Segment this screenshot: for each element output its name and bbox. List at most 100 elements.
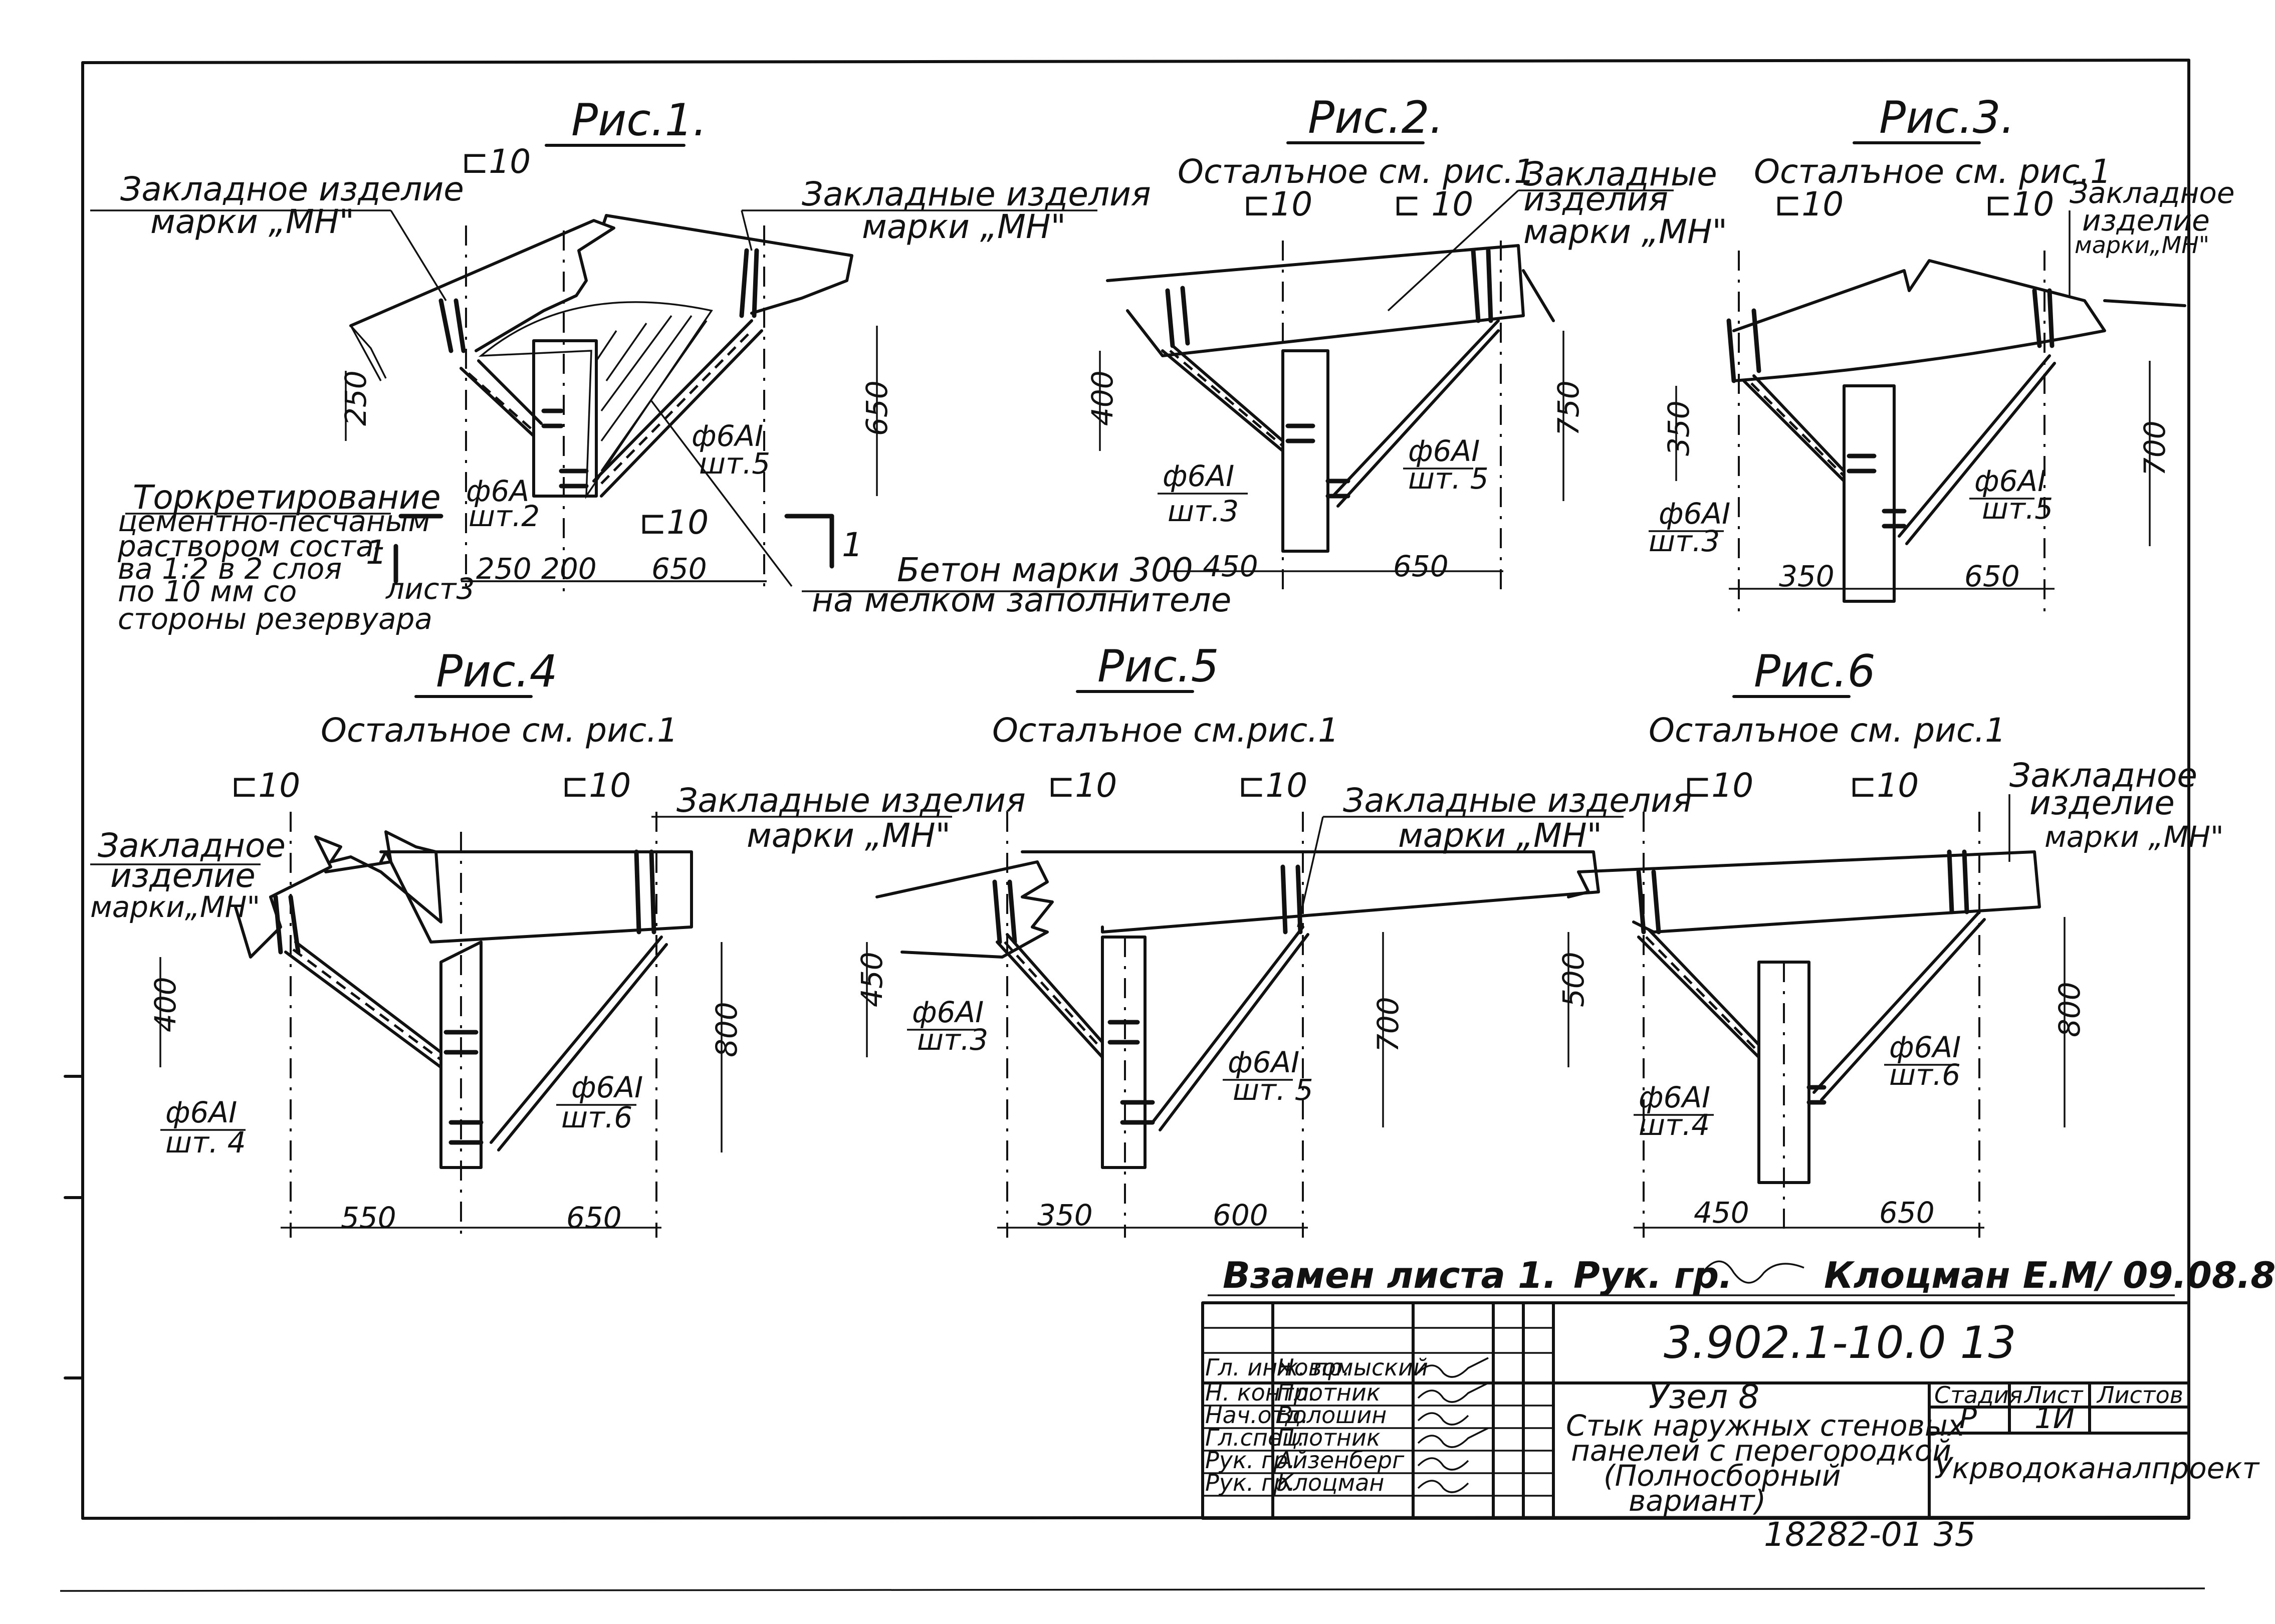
fig3-dim-h1: 350 bbox=[1662, 400, 1696, 456]
sheet-value: 1И bbox=[2034, 1401, 2075, 1435]
fig4-subtitle: Осталъное см. рис.1 bbox=[321, 711, 678, 750]
fig4-dim-b2: 650 bbox=[566, 1201, 622, 1235]
fig3-embed: Закладное bbox=[2070, 176, 2235, 210]
replacement-text: Взамен листа 1. bbox=[1223, 1254, 1557, 1296]
fig5-embed-mark: марки „МН" bbox=[1398, 816, 1602, 855]
organization: Укрводоканалпроект bbox=[1934, 1451, 2260, 1485]
fig6-embed: Закладное bbox=[2009, 756, 2197, 795]
fig1-rebar: ф6А bbox=[466, 474, 529, 508]
fig4-rebar-right-qty: шт.6 bbox=[561, 1100, 632, 1134]
stage-header: Стадия bbox=[1934, 1381, 2022, 1409]
fig1-sheet-ref: лист3 bbox=[385, 572, 475, 606]
figure-6: Рис.6 Осталъное см. рис.1 500 800 450 65… bbox=[1556, 645, 2224, 1238]
archive-number: 18282-01 35 bbox=[1764, 1515, 1976, 1554]
fig4-dim-h2: 800 bbox=[710, 1002, 744, 1057]
description-line1: Стык наружных стеновых bbox=[1566, 1409, 1965, 1443]
fig3-title: Рис.3. bbox=[1879, 92, 2015, 143]
figure-4: Рис.4 Осталъное см. рис.1 400 800 550 65… bbox=[90, 645, 1026, 1238]
fig6-dim-b1: 450 bbox=[1694, 1196, 1749, 1230]
fig2-subtitle: Осталъное см. рис.1 bbox=[1178, 152, 1535, 191]
fig5-rebar-left-qty: шт.3 bbox=[917, 1023, 988, 1057]
fig1-rebar-right: ф6АI bbox=[692, 419, 763, 453]
stage-value: Р bbox=[1959, 1401, 1977, 1435]
fig4-rebar-left-qty: шт. 4 bbox=[165, 1125, 246, 1159]
fig1-note: Торкретирование цементно-песчаным раство… bbox=[117, 478, 441, 636]
fig1-dim-b3: 650 bbox=[651, 552, 707, 586]
fig5-dim-b1: 350 bbox=[1037, 1198, 1093, 1232]
fig6-rebar-right: ф6АI bbox=[1889, 1030, 1961, 1064]
title-block: Гл. инж. пр. Новомыский Н. контр. Плотни… bbox=[1201, 1301, 2260, 1520]
fig2-rebar-left-qty: шт.3 bbox=[1168, 494, 1239, 528]
fig4-embed-left2: изделие bbox=[110, 856, 256, 895]
fig2-embed-mark: марки „МН" bbox=[1523, 212, 1727, 251]
fig1-title: Рис.1. bbox=[571, 94, 707, 146]
fig5-channel2: ⊏10 bbox=[1238, 766, 1307, 805]
svg-text:Плотник: Плотник bbox=[1277, 1379, 1381, 1406]
fig6-dim-h1: 500 bbox=[1556, 952, 1590, 1007]
fig1-dim-b2: 200 bbox=[541, 552, 597, 586]
fig1-embed-right: Закладные изделия bbox=[802, 175, 1151, 213]
node-title: Узел 8 bbox=[1649, 1377, 1759, 1416]
fig4-channel: ⊏10 bbox=[231, 766, 300, 805]
fig3-dim-b1: 350 bbox=[1779, 559, 1835, 593]
fig4-dim-h1: 400 bbox=[148, 977, 182, 1032]
fig5-dim-b2: 600 bbox=[1213, 1198, 1268, 1232]
svg-text:Нач.отд.: Нач.отд. bbox=[1205, 1402, 1308, 1429]
fig1-channel: ⊏10 bbox=[461, 142, 531, 181]
svg-text:по 10 мм со: по 10 мм со bbox=[118, 574, 297, 608]
fig6-rebar-left-qty: шт.4 bbox=[1639, 1108, 1710, 1142]
fig1-rebar-right-qty: шт.5 bbox=[699, 446, 770, 481]
fig1-embed-left-mark: марки „МН" bbox=[150, 202, 354, 241]
figure-3: Рис.3. Осталъное см. рис.1 350 700 350 6… bbox=[1649, 92, 2235, 616]
fig5-channel: ⊏10 bbox=[1047, 766, 1117, 805]
fig6-dim-h2: 800 bbox=[2053, 982, 2087, 1037]
fig1-embed-left: Закладное изделие bbox=[120, 170, 464, 208]
fig1-embed-right-mark: марки „МН" bbox=[862, 207, 1066, 246]
fig3-rebar-left-qty: шт.3 bbox=[1649, 524, 1720, 558]
svg-text:Н. контр.: Н. контр. bbox=[1205, 1379, 1315, 1406]
fig2-channel: ⊏10 bbox=[1243, 185, 1312, 223]
fig6-channel2: ⊏10 bbox=[1849, 766, 1919, 805]
fig5-dim-h2: 700 bbox=[1371, 997, 1405, 1052]
fig5-rebar-left: ф6АI bbox=[912, 995, 984, 1029]
sheets-header: Листов bbox=[2096, 1381, 2183, 1409]
fig5-dim-h1: 450 bbox=[855, 952, 889, 1007]
fig1-section-right: 1 bbox=[842, 526, 863, 564]
fig4-rebar-right: ф6АI bbox=[571, 1070, 643, 1104]
fig3-channel2: ⊏10 bbox=[1984, 185, 2054, 223]
svg-text:ва 1:2 в 2 слоя: ва 1:2 в 2 слоя bbox=[118, 552, 342, 586]
figure-2: Рис.2. Осталъное см. рис.1 400 750 450 6… bbox=[1085, 92, 1727, 591]
svg-text:раствором соста-: раствором соста- bbox=[117, 529, 384, 563]
svg-text:Плотник: Плотник bbox=[1277, 1424, 1381, 1451]
fig4-embed-left-mark: марки„МН" bbox=[90, 890, 260, 924]
svg-text:Гл.спец.: Гл.спец. bbox=[1205, 1424, 1305, 1451]
fig6-rebar-left: ф6АI bbox=[1639, 1080, 1710, 1114]
fig1-rebar-qty: шт.2 bbox=[469, 499, 540, 533]
fig3-channel: ⊏10 bbox=[1774, 185, 1844, 223]
svg-text:Рук. гр.: Рук. гр. bbox=[1205, 1447, 1295, 1474]
description-line3: (Полносборный bbox=[1604, 1459, 1841, 1493]
fig3-rebar-left: ф6АI bbox=[1659, 497, 1730, 531]
svg-text:Клоцман: Клоцман bbox=[1277, 1469, 1384, 1496]
fig5-rebar-right: ф6АI bbox=[1228, 1045, 1299, 1079]
fig2-rebar-right-qty: шт. 5 bbox=[1408, 461, 1489, 496]
fig4-rebar-left: ф6АI bbox=[165, 1095, 237, 1129]
fig2-channel2: ⊏ 10 bbox=[1393, 185, 1473, 223]
fig3-subtitle: Осталъное см. рис.1 bbox=[1754, 152, 2111, 191]
fig1-dim-h1: 250 bbox=[339, 370, 373, 426]
fig3-dim-h2: 700 bbox=[2138, 420, 2172, 476]
fig3-dim-b2: 650 bbox=[1964, 559, 2020, 593]
fig1-concrete: Бетон марки 300 bbox=[897, 551, 1193, 589]
fig2-rebar-right: ф6АI bbox=[1408, 434, 1480, 468]
fig2-dim-b1: 450 bbox=[1203, 549, 1258, 583]
fig1-dim-b1: 250 bbox=[476, 552, 532, 586]
fig2-embed: Закладные bbox=[1523, 155, 1717, 193]
description-line4: вариант) bbox=[1629, 1484, 1766, 1518]
fig6-dim-b2: 650 bbox=[1879, 1196, 1935, 1230]
designation: 3.902.1-10.0 13 bbox=[1664, 1317, 2016, 1368]
fig3-rebar-right: ф6АI bbox=[1974, 464, 2046, 498]
signatures bbox=[1417, 1357, 1489, 1493]
svg-text:Новомыский: Новомыский bbox=[1277, 1354, 1428, 1381]
fig1-concrete2: на мелком заполнителе bbox=[812, 581, 1231, 619]
fig1-channel2: ⊏10 bbox=[639, 503, 709, 542]
